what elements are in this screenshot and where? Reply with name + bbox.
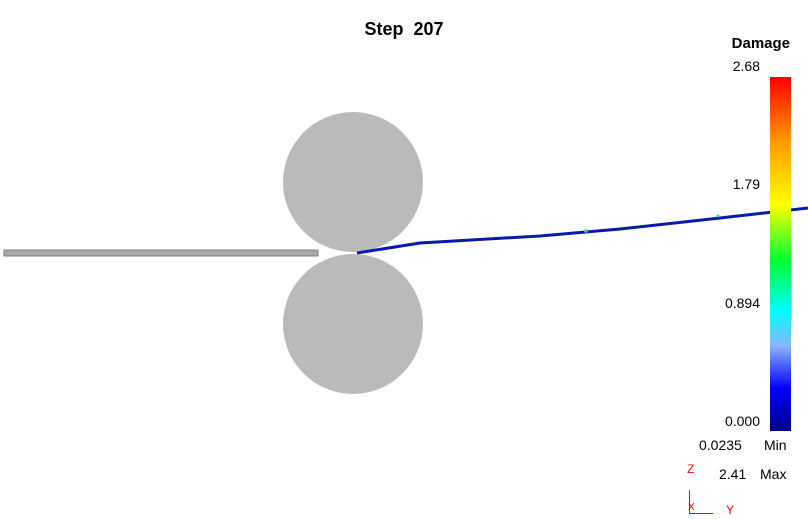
legend-tick-lower: 0.894 — [724, 295, 760, 311]
x-axis-label: X — [688, 502, 695, 513]
y-axis-line — [689, 513, 713, 514]
upper-roller — [283, 112, 423, 252]
z-axis-line — [689, 490, 690, 514]
min-label: Min — [764, 437, 787, 453]
damage-hotspot — [584, 229, 588, 233]
legend-title: Damage — [731, 35, 790, 52]
z-axis-label: Z — [687, 462, 695, 476]
min-value: 0.0235 — [699, 437, 742, 453]
legend-tick-upper: 1.79 — [732, 176, 760, 192]
damage-colorbar — [770, 77, 791, 431]
legend-tick-max: 2.68 — [732, 58, 760, 74]
incoming-plate — [3, 249, 319, 257]
damage-hotspot — [716, 214, 720, 218]
max-value: 2.41 — [719, 466, 747, 482]
outgoing-strip — [356, 206, 808, 255]
legend-tick-min: 0.000 — [724, 413, 760, 429]
step-title: Step 207 — [364, 19, 444, 39]
y-axis-label: Y — [726, 503, 735, 517]
max-label: Max — [760, 466, 787, 482]
lower-roller — [283, 254, 423, 394]
